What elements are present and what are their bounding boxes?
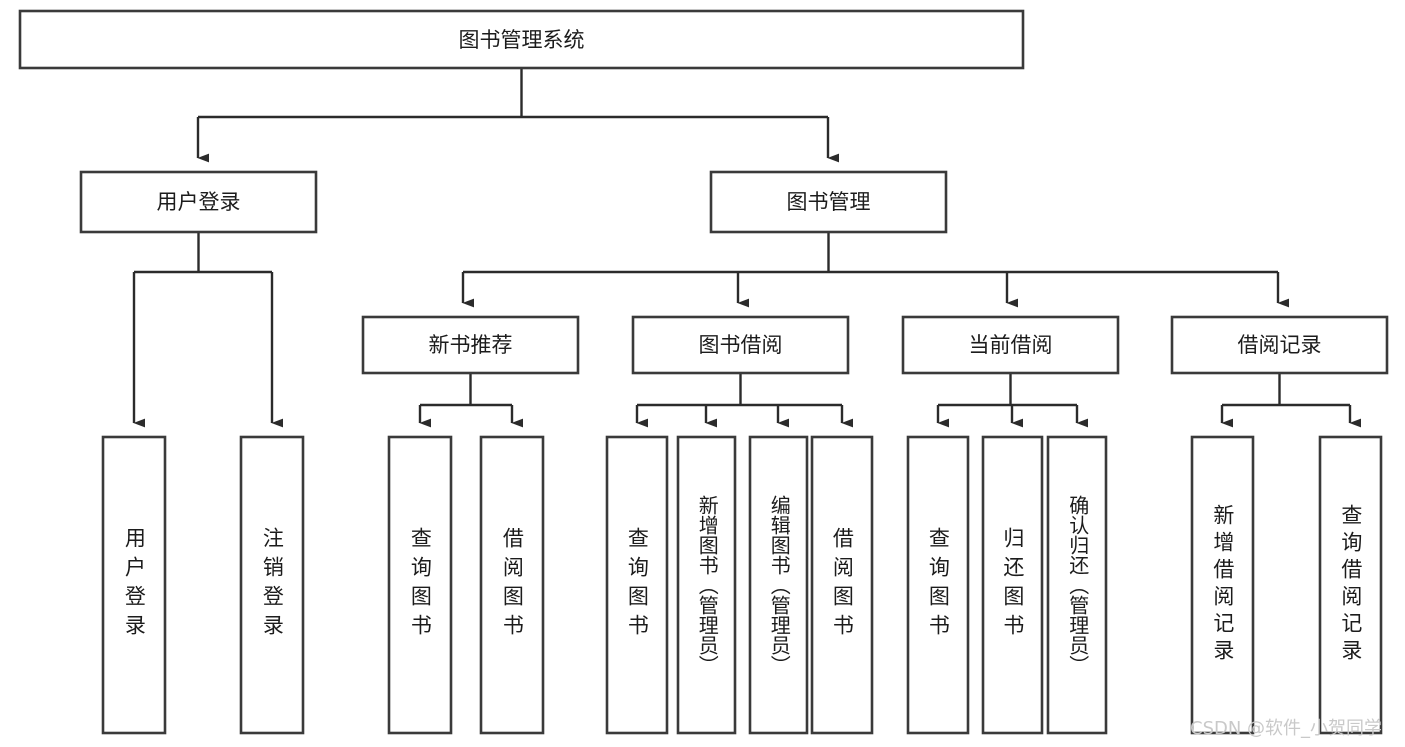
node-leaf-add-book-admin[interactable]	[676, 435, 737, 735]
node-leaf-logout-box[interactable]	[239, 435, 305, 735]
node-book-borrow-label: 图书借阅	[699, 333, 783, 357]
node-borrow-record-box[interactable]	[1170, 315, 1389, 375]
node-leaf-borrow-book-nbr-box[interactable]	[479, 435, 545, 735]
node-current-borrow-label: 当前借阅	[969, 333, 1053, 357]
node-leaf-borrow-book-bb-box[interactable]	[810, 435, 874, 735]
node-leaf-query-book-cb-box[interactable]	[906, 435, 970, 735]
node-user-login-label: 用户登录	[157, 190, 241, 214]
node-leaf-edit-book-admin-box[interactable]	[748, 435, 809, 735]
node-book-borrow-box[interactable]	[631, 315, 850, 375]
node-leaf-query-borrow-record-box[interactable]	[1318, 435, 1383, 735]
node-book-manage[interactable]: 图书管理	[709, 170, 948, 234]
node-leaf-user-login[interactable]	[101, 435, 167, 735]
leaf-box-group	[101, 435, 1383, 735]
node-root-label: 图书管理系统	[459, 28, 585, 52]
node-borrow-record-label: 借阅记录	[1238, 333, 1322, 357]
node-leaf-user-login-box[interactable]	[101, 435, 167, 735]
node-book-manage-label: 图书管理	[787, 190, 871, 214]
node-leaf-query-book-nbr-box[interactable]	[387, 435, 453, 735]
node-leaf-add-borrow-record-box[interactable]	[1190, 435, 1255, 735]
node-leaf-query-book-nbr[interactable]	[387, 435, 453, 735]
node-book-borrow[interactable]: 图书借阅	[631, 315, 850, 375]
node-leaf-edit-book-admin[interactable]	[748, 435, 809, 735]
node-leaf-confirm-return-admin-box[interactable]	[1046, 435, 1108, 735]
node-leaf-add-borrow-record[interactable]	[1190, 435, 1255, 735]
csdn-watermark: CSDN @软件_小贺同学	[1190, 718, 1383, 739]
node-new-book-recommend-label: 新书推荐	[429, 333, 513, 357]
node-root-box[interactable]	[18, 9, 1025, 70]
connector-group	[132, 68, 1362, 428]
node-user-login[interactable]: 用户登录	[79, 170, 318, 234]
node-leaf-confirm-return-admin[interactable]	[1046, 435, 1108, 735]
node-current-borrow[interactable]: 当前借阅	[901, 315, 1120, 375]
node-leaf-query-book-cb[interactable]	[906, 435, 970, 735]
node-new-book-recommend[interactable]: 新书推荐	[361, 315, 580, 375]
node-user-login-box[interactable]	[79, 170, 318, 234]
node-current-borrow-box[interactable]	[901, 315, 1120, 375]
node-leaf-query-borrow-record[interactable]	[1318, 435, 1383, 735]
node-root[interactable]: 图书管理系统	[18, 9, 1025, 70]
node-leaf-add-book-admin-box[interactable]	[676, 435, 737, 735]
node-borrow-record[interactable]: 借阅记录	[1170, 315, 1389, 375]
node-leaf-borrow-book-bb[interactable]	[810, 435, 874, 735]
node-book-manage-box[interactable]	[709, 170, 948, 234]
node-leaf-borrow-book-nbr[interactable]	[479, 435, 545, 735]
node-leaf-query-book-bb-box[interactable]	[605, 435, 669, 735]
node-leaf-return-book-box[interactable]	[981, 435, 1044, 735]
node-leaf-return-book[interactable]	[981, 435, 1044, 735]
node-leaf-query-book-bb[interactable]	[605, 435, 669, 735]
node-new-book-recommend-box[interactable]	[361, 315, 580, 375]
node-leaf-logout[interactable]	[239, 435, 305, 735]
